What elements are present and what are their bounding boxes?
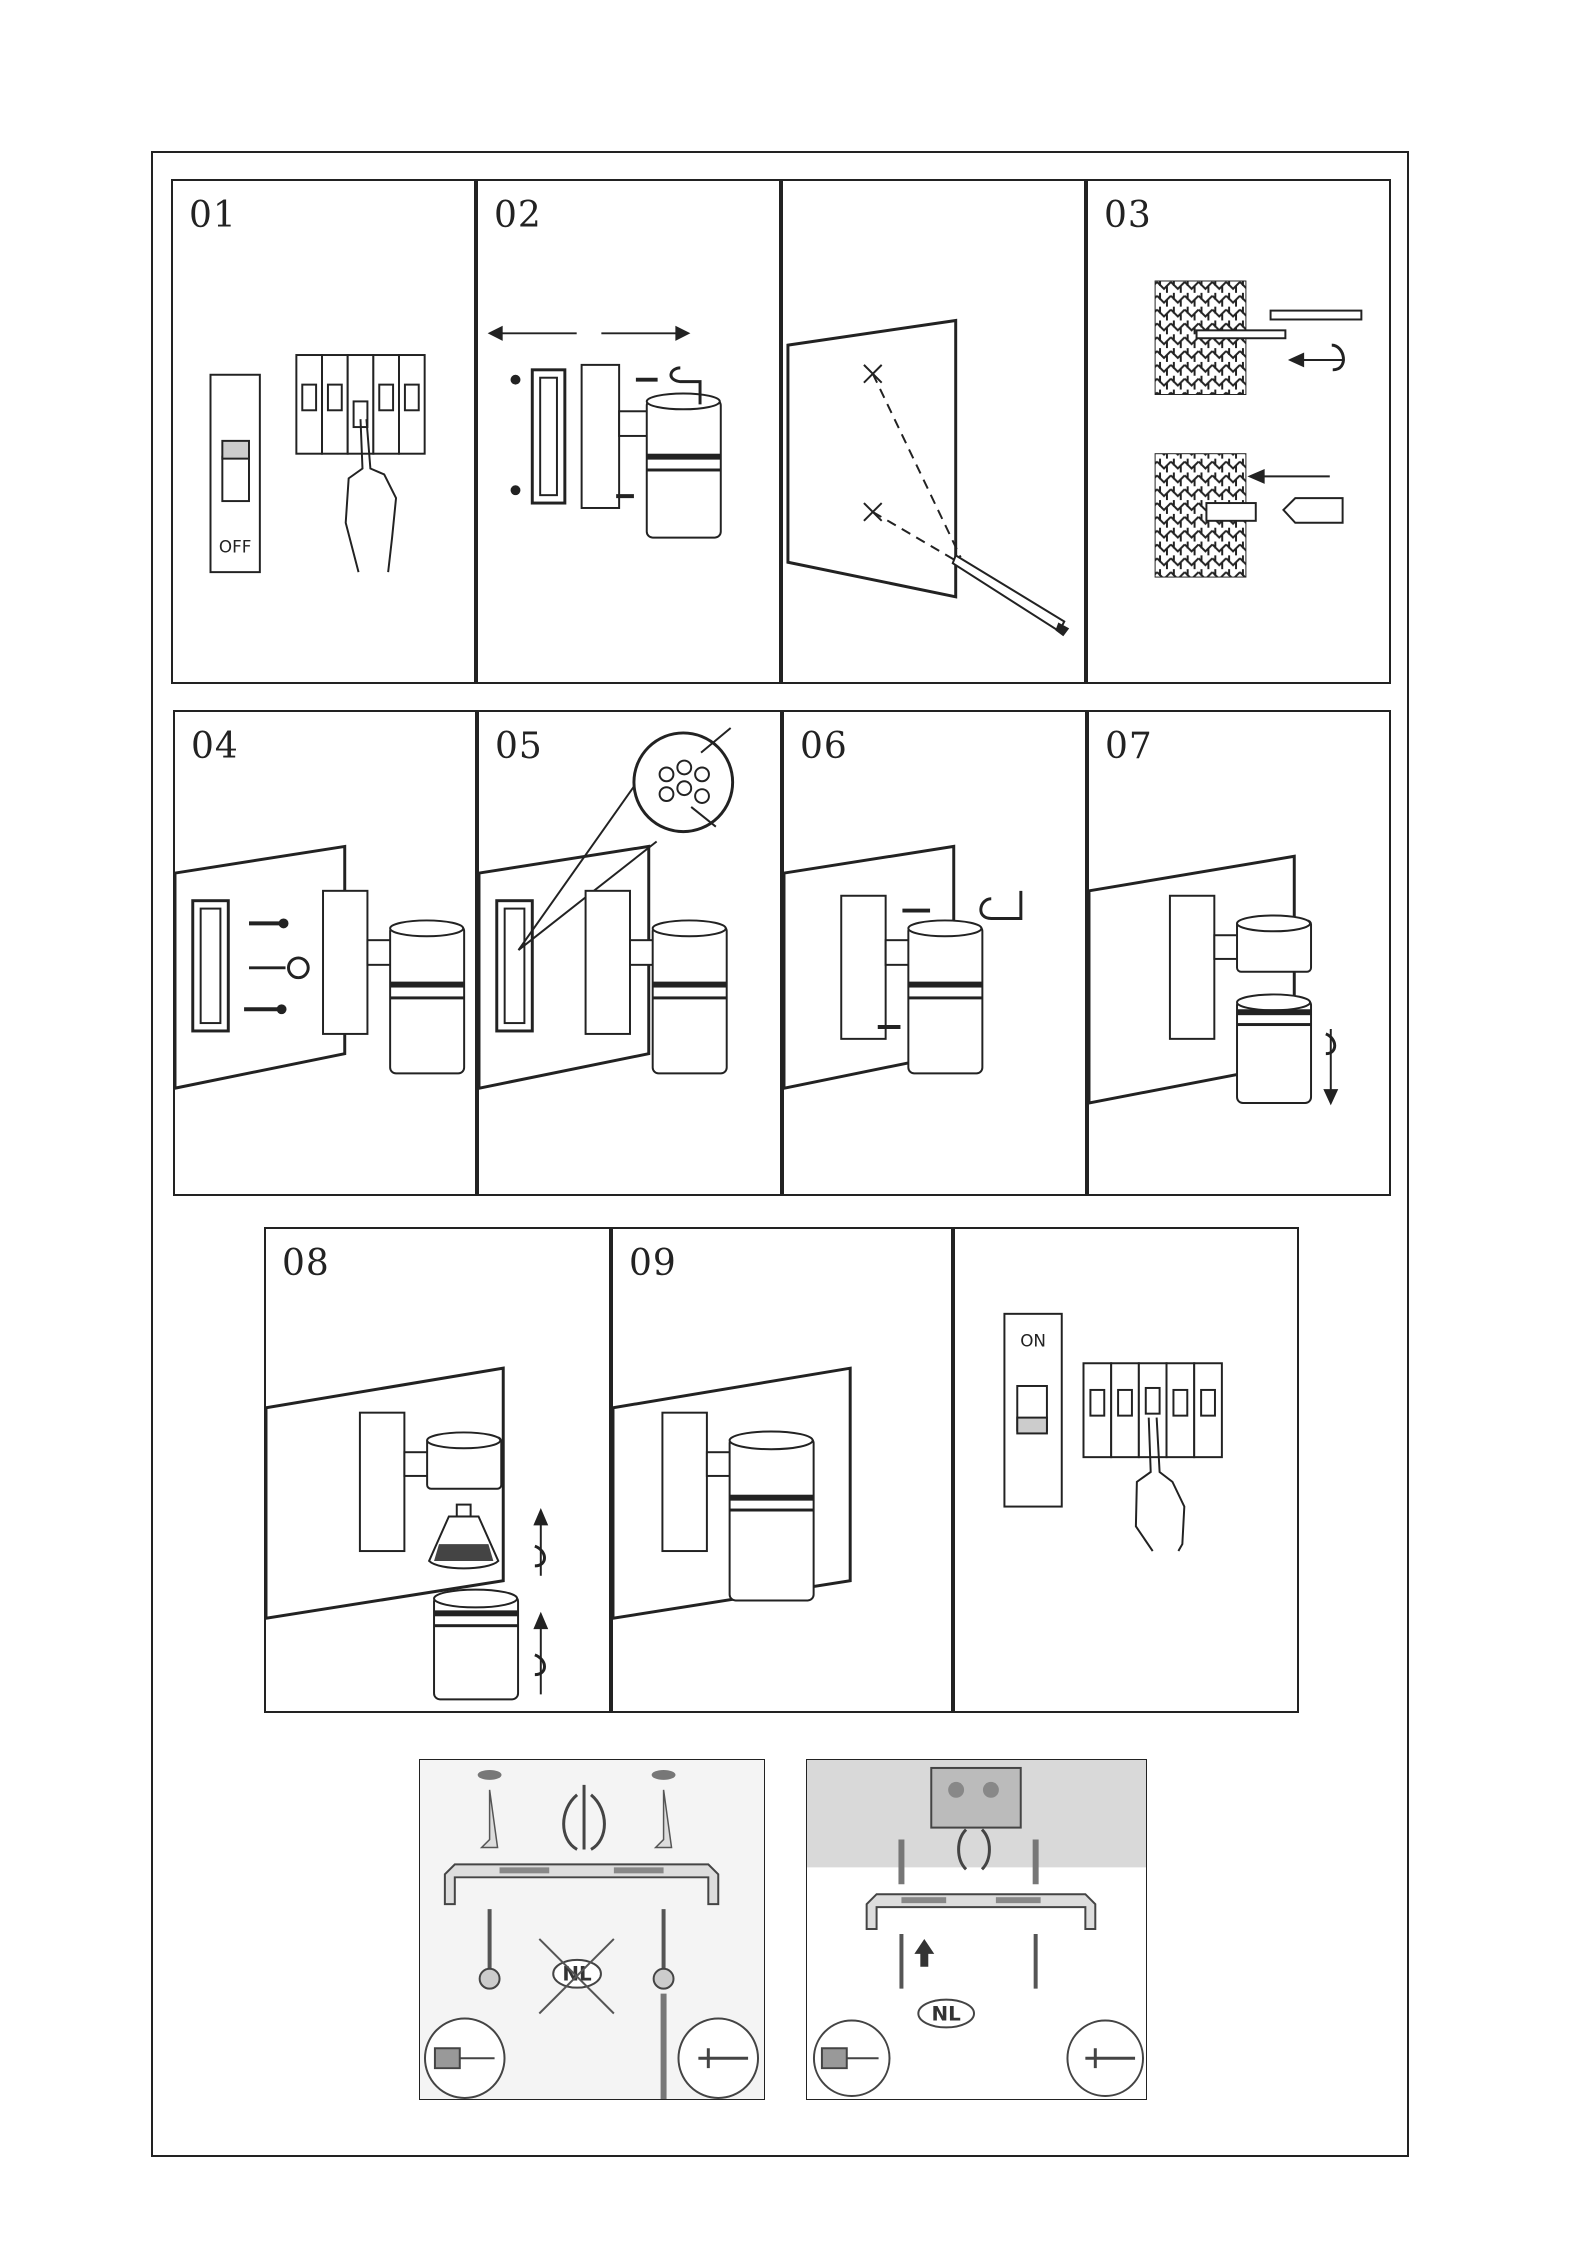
step-panel-07: 07 — [1087, 710, 1391, 1196]
ceiling-bracket-photo-not-nl: NL — [419, 1759, 765, 2100]
switch-off-illustration: OFF — [173, 181, 474, 682]
fixture-disassembly-illustration — [478, 181, 779, 682]
step-panel-02: 02 — [476, 179, 781, 684]
step-panel-on: ON — [953, 1227, 1299, 1713]
attach-fixture-illustration — [784, 712, 1085, 1194]
replace-bulb-illustration — [266, 1229, 609, 1711]
step-panel-01: 01 OFF — [171, 179, 476, 684]
step-panel-04: 04 — [173, 710, 477, 1196]
step-panel-marking — [781, 179, 1086, 684]
assembled-fixture-illustration — [613, 1229, 951, 1711]
wiring-connection-illustration — [479, 712, 780, 1194]
step-panel-06: 06 — [782, 710, 1087, 1196]
step-panel-08: 08 — [264, 1227, 611, 1713]
ceiling-bracket-nl-illustration: NL — [807, 1760, 1146, 2099]
ceiling-bracket-not-nl-illustration: NL — [420, 1760, 764, 2099]
mount-bracket-illustration — [175, 712, 475, 1194]
step-panel-03: 03 — [1086, 179, 1391, 684]
switch-on-illustration: ON — [955, 1229, 1297, 1711]
step-panel-09: 09 — [611, 1227, 953, 1713]
drill-and-plug-illustration — [1088, 181, 1389, 682]
nl-badge: NL — [932, 2002, 962, 2025]
remove-shade-illustration — [1089, 712, 1389, 1194]
on-label: ON — [1020, 1330, 1046, 1350]
wall-marking-illustration — [783, 181, 1084, 682]
step-panel-05: 05 — [477, 710, 782, 1196]
ceiling-bracket-photo-nl: NL — [806, 1759, 1147, 2100]
off-label: OFF — [219, 536, 251, 556]
